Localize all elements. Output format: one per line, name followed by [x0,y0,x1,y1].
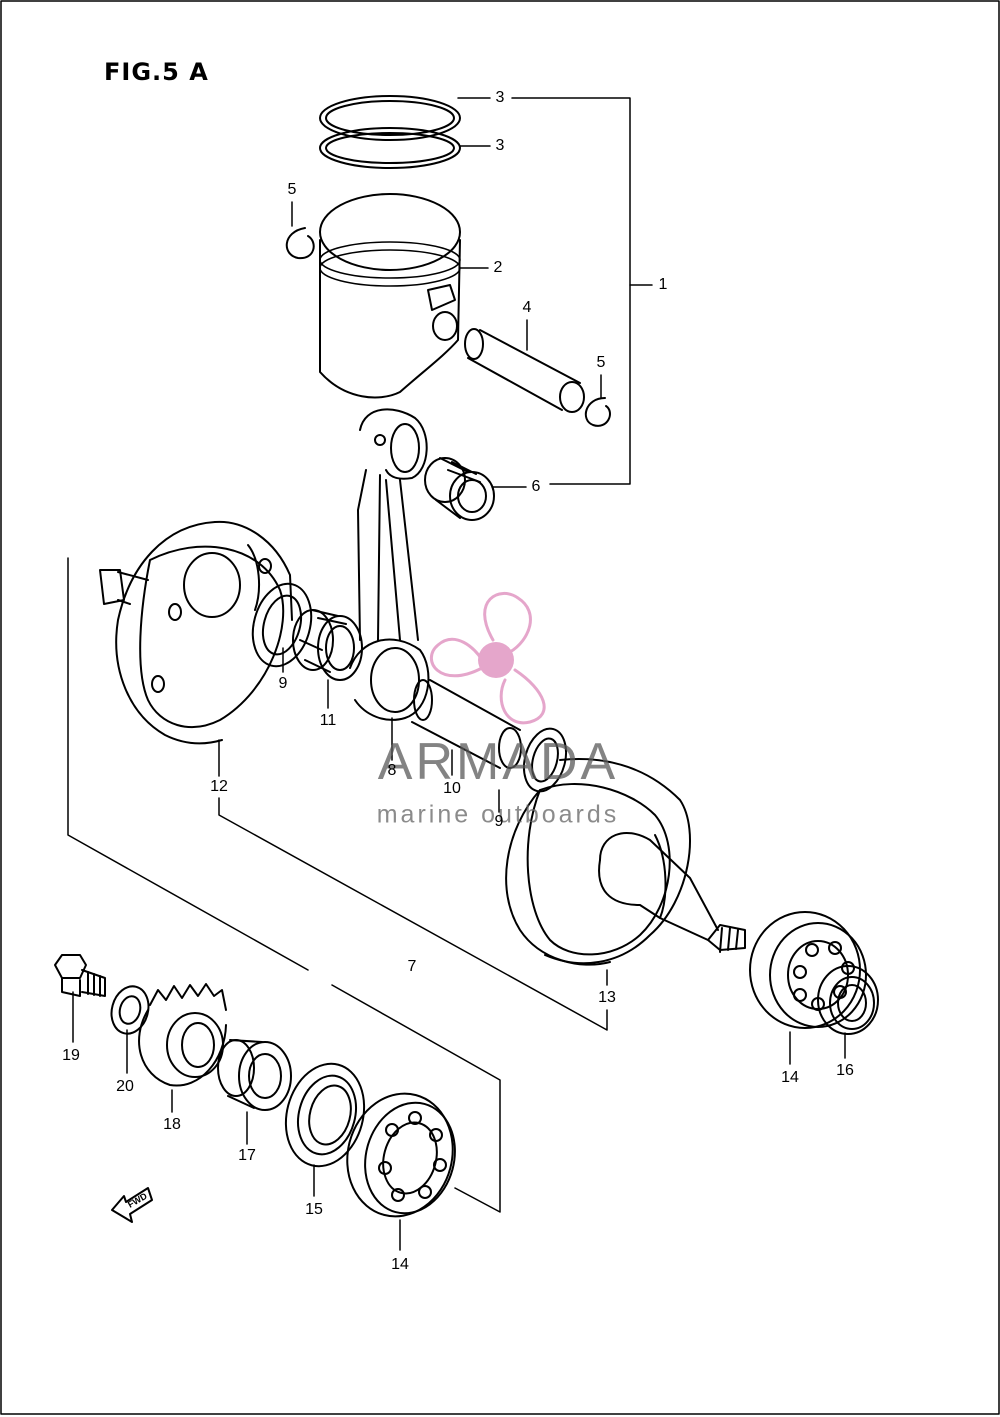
callout-9-left: 9 [278,675,288,692]
crankshaft-left-half [99,520,293,745]
thrust-washer-right [522,727,568,793]
callout-4: 4 [522,299,532,316]
watermark-tagline: marine outboards [376,800,620,829]
callout-13: 13 [598,989,616,1006]
bearing-left [346,1092,456,1218]
callout-7: 7 [407,958,417,975]
fwd-label: FWD [126,1191,149,1210]
crankshaft-right-half [505,758,746,966]
callout-1: 1 [658,276,668,293]
circlip-upper [285,227,315,260]
spacer-collar [217,1039,292,1111]
callout-15: 15 [305,1201,323,1218]
callout-3-upper: 3 [495,89,505,106]
callout-16: 16 [836,1062,854,1079]
callout-12: 12 [210,778,228,795]
needle-bearing-big-end [292,609,363,681]
piston [319,193,461,399]
callout-8: 8 [387,762,397,779]
callout-11: 11 [319,712,337,729]
circlip-lower [584,397,611,427]
oil-seal-left [284,1062,366,1168]
propeller-icon [429,592,546,725]
callout-14-left: 14 [391,1256,409,1273]
callout-9-right: 9 [494,813,504,830]
oil-seal-right [817,965,879,1035]
callout-14-right: 14 [781,1069,799,1086]
primary-drive-gear [138,983,227,1087]
bolt [54,954,106,997]
callout-17: 17 [238,1147,256,1164]
watermark-brand: ARMADA [377,733,619,791]
washer [110,985,150,1035]
needle-bearing-small-end [424,457,495,521]
callout-3-lower: 3 [495,137,505,154]
piston-pin [464,328,585,413]
callout-19: 19 [62,1047,80,1064]
piston-ring-upper [319,95,461,141]
crank-pin [411,679,522,769]
callout-5-lower: 5 [596,354,606,371]
fwd-arrow-icon: FWD [111,1187,153,1223]
callout-10: 10 [443,780,461,797]
callout-2: 2 [493,259,503,276]
leader-lines [67,97,846,1251]
bearing-right [749,911,867,1029]
callout-20: 20 [116,1078,134,1095]
figure-title: FIG.5 A [104,58,209,86]
callout-18: 18 [163,1116,181,1133]
callout-6: 6 [531,478,541,495]
connecting-rod [349,408,430,721]
callout-5-upper: 5 [287,181,297,198]
piston-ring-lower [319,127,461,169]
